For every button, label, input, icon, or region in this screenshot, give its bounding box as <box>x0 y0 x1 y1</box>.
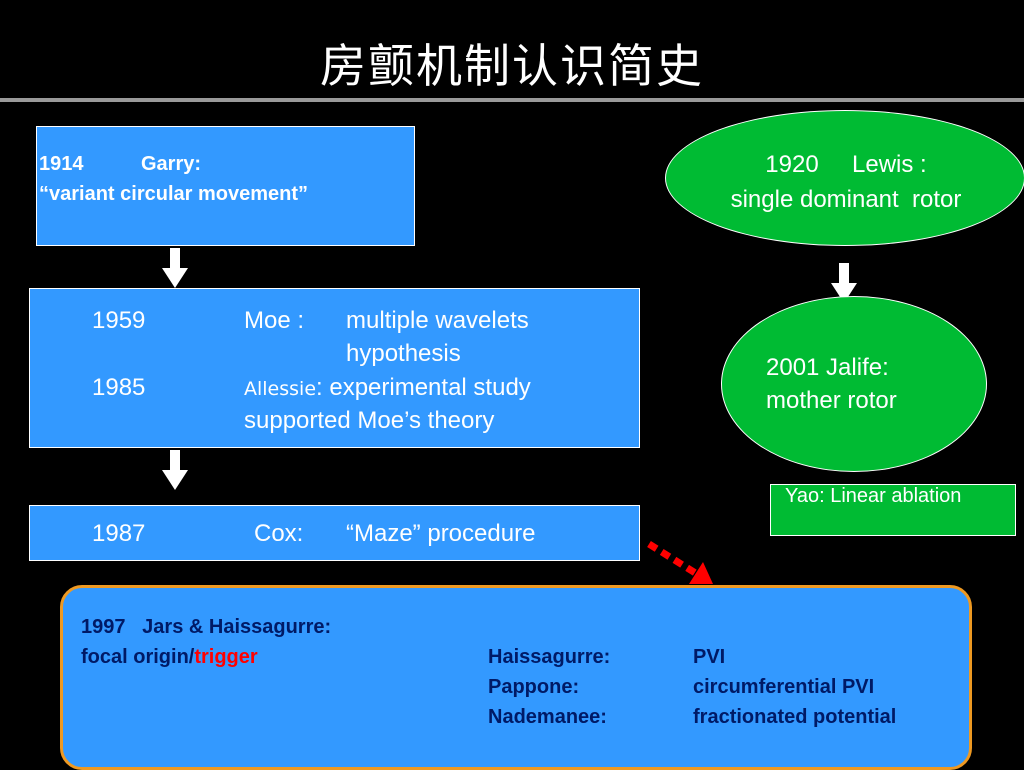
focal-origin-text: focal origin/ <box>81 646 195 668</box>
down-arrow-icon <box>831 263 857 303</box>
dotted-arrow-icon <box>647 541 713 584</box>
focal-origin-box: 1997 Jars & Haissagurre: focal origin/tr… <box>60 585 972 770</box>
allessie-line2: supported Moe’s theory <box>244 407 495 434</box>
slide-title: 房颤机制认识简史 <box>320 39 704 93</box>
row-name-pappone: Pappone: <box>488 676 580 698</box>
allessie-year: 1985 <box>92 374 146 401</box>
moe-hypothesis-line2: hypothesis <box>346 340 461 367</box>
moe-hypothesis-line1: multiple wavelets <box>346 307 529 334</box>
cox-name: Cox: <box>254 520 304 547</box>
jars-haissagurre-line: 1997 Jars & Haissagurre: <box>81 616 332 638</box>
lewis-1920-ellipse: 1920 Lewis : single dominant rotor <box>665 110 1024 246</box>
jalife-line2: mother rotor <box>766 387 897 414</box>
row-value-circumferential-pvi: circumferential PVI <box>693 676 875 698</box>
jalife-line1: 2001 Jalife: <box>766 354 889 381</box>
row-name-nademanee: Nademanee: <box>488 706 607 728</box>
down-arrow-icon <box>162 248 188 288</box>
garry-year: 1914 <box>39 153 84 175</box>
lewis-line1: 1920 Lewis : <box>765 151 927 178</box>
allessie-name: Allessie <box>244 378 317 400</box>
moe-allessie-box: 1959 Moe : multiple wavelets hypothesis … <box>29 288 640 448</box>
yao-linear-ablation-box: Yao: Linear ablation <box>770 484 1016 536</box>
row-value-fractionated-potential: fractionated potential <box>693 706 897 728</box>
garry-1914-box: 1914 Garry: “variant circular movement” <box>36 126 415 246</box>
title-divider <box>0 98 1024 102</box>
garry-name: Garry: <box>141 153 202 175</box>
down-arrow-icon <box>162 450 188 490</box>
jalife-2001-ellipse: 2001 Jalife: mother rotor <box>721 296 987 472</box>
cox-maze-box: 1987 Cox: “Maze” procedure <box>29 505 640 561</box>
trigger-text: trigger <box>194 646 258 668</box>
lewis-line2: single dominant rotor <box>730 186 962 213</box>
maze-procedure: “Maze” procedure <box>346 520 536 547</box>
yao-text: Yao: Linear ablation <box>785 485 962 507</box>
row-name-haissagurre: Haissagurre: <box>488 646 611 668</box>
allessie-study: : experimental study <box>316 374 531 401</box>
focal-origin-line: focal origin/trigger <box>81 646 258 669</box>
allessie-line1: Allessie: experimental study <box>244 374 531 402</box>
moe-year: 1959 <box>92 307 146 334</box>
moe-name: Moe : <box>244 307 305 334</box>
cox-year: 1987 <box>92 520 146 547</box>
garry-description: “variant circular movement” <box>39 183 308 205</box>
row-value-pvi: PVI <box>693 646 726 668</box>
